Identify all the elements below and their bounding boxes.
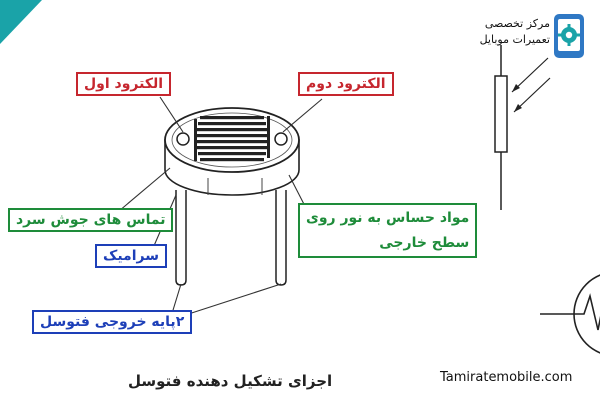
photoresistor-symbol xyxy=(494,45,551,210)
label-sensitive-material-line1: مواد حساس به نور روی xyxy=(306,210,470,226)
corner-decoration xyxy=(0,0,42,44)
label-ceramic: سرامیک xyxy=(95,244,167,269)
diagram-caption: اجزای تشکیل دهنده فتوسل xyxy=(128,372,333,390)
output-pins xyxy=(175,190,287,286)
label-electrode-1: الکترود اول xyxy=(76,72,172,97)
label-output-pins: ۲پایه خروجی فتوسل xyxy=(32,310,193,335)
brand-logo-icon xyxy=(554,14,584,58)
label-solder-contact: تماس های جوش سرد xyxy=(8,208,174,233)
electrode-hole-right xyxy=(274,132,288,146)
label-sensitive-material: مواد حساس به نور روی سطح خارجی xyxy=(298,203,478,258)
brand-website: Tamiratemobile.com xyxy=(440,370,573,385)
brand-line-1: مرکز تخصصی xyxy=(484,17,550,30)
label-sensitive-material-line2: سطح خارجی xyxy=(379,234,470,251)
label-electrode-2: الکترود دوم xyxy=(298,72,394,97)
brand-name: مرکز تخصصی تعمیرات موبایل xyxy=(466,16,550,48)
brand-line-2: تعمیرات موبایل xyxy=(479,32,550,46)
partial-circle-symbol xyxy=(540,274,600,354)
photocell-body xyxy=(164,107,300,196)
electrode-hole-left xyxy=(176,132,190,146)
serpentine-pattern xyxy=(194,116,270,162)
